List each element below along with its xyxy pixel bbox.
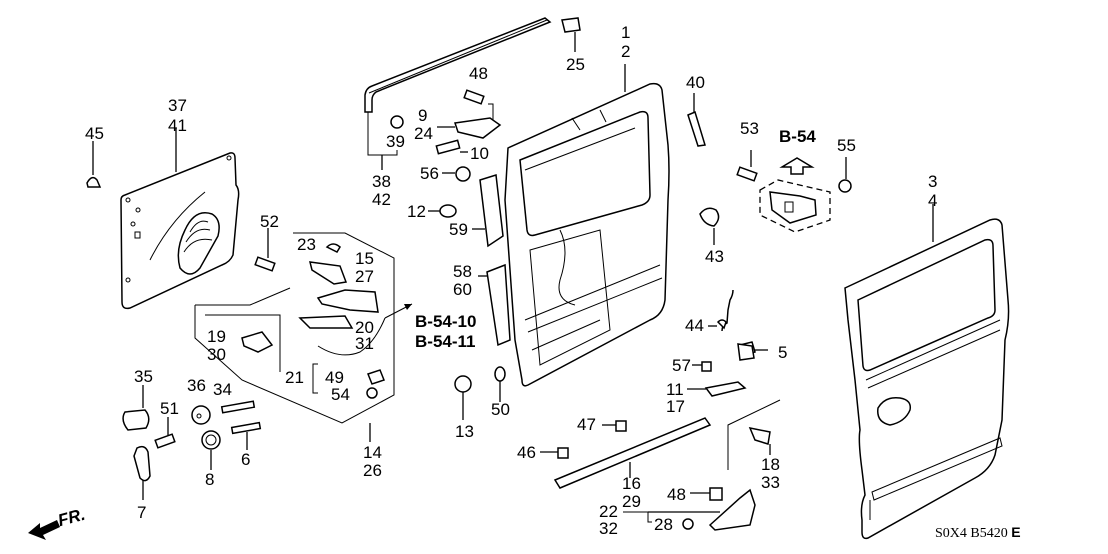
door-panel-cover <box>120 152 240 310</box>
callout-8: 8 <box>205 470 215 489</box>
callout-33: 33 <box>761 473 780 492</box>
callout-21: 21 <box>285 368 304 387</box>
bolt-52 <box>254 228 276 272</box>
callout-29: 29 <box>622 492 641 511</box>
ref-b54[interactable]: B-54 <box>779 127 816 146</box>
callout-35: 35 <box>134 367 153 386</box>
clip-25 <box>561 17 581 33</box>
callout-58: 58 <box>453 262 472 281</box>
callout-2: 2 <box>621 42 631 61</box>
callout-52: 52 <box>260 212 279 231</box>
small-parts-lower-right <box>540 289 781 531</box>
callout-3: 3 <box>928 172 938 191</box>
callout-43: 43 <box>705 247 724 266</box>
callout-45: 45 <box>85 124 104 143</box>
callout-25: 25 <box>566 55 585 74</box>
callout-48-top: 48 <box>469 64 488 83</box>
callout-38: 38 <box>372 172 391 191</box>
callout-12: 12 <box>407 202 426 221</box>
callout-4: 4 <box>928 191 938 210</box>
callout-28: 28 <box>654 515 673 534</box>
callout-26: 26 <box>363 461 382 480</box>
callout-18: 18 <box>761 455 780 474</box>
door-inner-panel <box>504 82 670 387</box>
ref-b54-11[interactable]: B-54-11 <box>415 332 476 351</box>
callout-47: 47 <box>577 415 596 434</box>
callout-36: 36 <box>187 376 206 395</box>
callout-1: 1 <box>621 23 631 42</box>
callout-50: 50 <box>491 400 510 419</box>
callout-32: 32 <box>599 519 618 538</box>
callout-55: 55 <box>837 136 856 155</box>
up-arrow-icon <box>779 157 815 175</box>
callout-39: 39 <box>386 132 405 151</box>
small-parts-lower-left <box>122 385 262 500</box>
callout-37: 37 <box>168 96 187 115</box>
callout-15: 15 <box>355 249 374 268</box>
callout-60: 60 <box>453 280 472 299</box>
callout-54: 54 <box>331 385 350 404</box>
callout-17: 17 <box>666 397 685 416</box>
callout-24: 24 <box>414 124 433 143</box>
callout-27: 27 <box>355 267 374 286</box>
callout-23: 23 <box>297 235 316 254</box>
callout-22: 22 <box>599 502 618 521</box>
callout-14: 14 <box>363 443 382 462</box>
callout-57: 57 <box>672 356 691 375</box>
callout-31: 31 <box>355 334 374 353</box>
diagram-code: S0X4 B5420 E <box>935 524 1021 542</box>
callout-41: 41 <box>168 116 187 135</box>
diagram-code-suffix: E <box>1011 524 1021 540</box>
callout-30: 30 <box>207 345 226 364</box>
callout-19: 19 <box>207 327 226 346</box>
callout-10: 10 <box>470 144 489 163</box>
callout-6: 6 <box>241 450 251 469</box>
callout-34: 34 <box>213 380 232 399</box>
clip-45 <box>86 176 102 188</box>
callout-11: 11 <box>666 380 684 399</box>
callout-53: 53 <box>740 119 759 138</box>
lock-parts <box>241 243 386 399</box>
callout-20: 20 <box>355 318 374 337</box>
diagram-code-text: S0X4 B5420 <box>935 526 1008 541</box>
callout-59: 59 <box>449 220 468 239</box>
callout-51: 51 <box>160 399 179 418</box>
callout-7: 7 <box>137 503 147 522</box>
callout-13: 13 <box>455 422 474 441</box>
front-arrow-icon <box>28 520 60 540</box>
callout-56: 56 <box>420 164 439 183</box>
ref-b54-10[interactable]: B-54-10 <box>415 312 477 331</box>
callout-44: 44 <box>685 316 704 335</box>
callout-46: 46 <box>517 443 536 462</box>
callout-49: 49 <box>325 368 344 387</box>
callout-42: 42 <box>372 190 391 209</box>
callout-16: 16 <box>622 474 641 493</box>
callout-40: 40 <box>686 73 705 92</box>
door-outer-panel <box>844 218 1010 540</box>
callout-9: 9 <box>418 106 428 125</box>
callout-5: 5 <box>778 343 788 362</box>
callout-48-bottom: 48 <box>667 485 686 504</box>
